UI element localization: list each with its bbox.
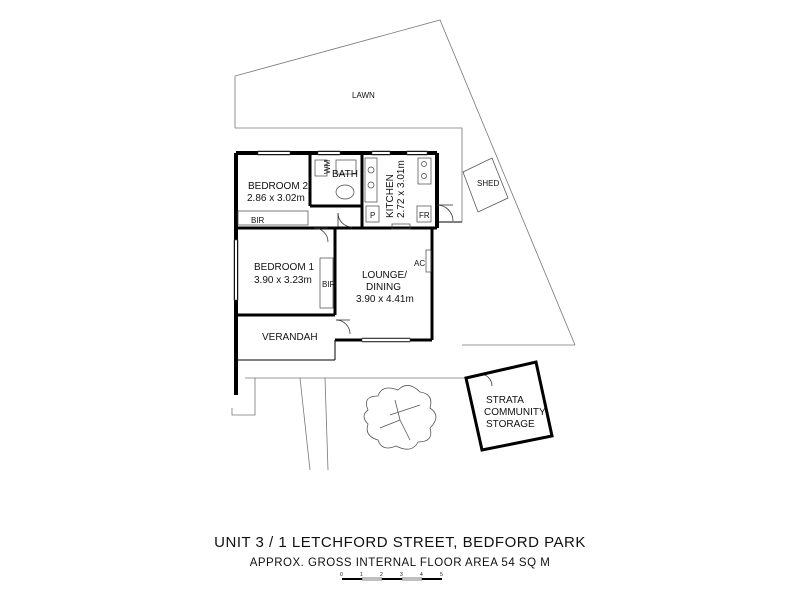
scale-tick-1: 1	[360, 572, 363, 578]
floor-area-text: APPROX. GROSS INTERNAL FLOOR AREA 54 SQ …	[250, 557, 551, 569]
strata-storage: STRATA COMMUNITY STORAGE	[464, 360, 554, 452]
lawn-label: LAWN	[352, 91, 375, 100]
bedroom1-bir-label: BIR	[322, 280, 336, 289]
fridge-label: FR	[419, 211, 430, 220]
doors	[313, 204, 493, 387]
kitchen-dims: 2.72 x 3.01m	[396, 160, 407, 218]
lounge-name-2: DINING	[366, 282, 401, 293]
fixtures	[237, 157, 432, 309]
bedroom2-dims: 2.86 x 3.02m	[247, 193, 305, 204]
lounge-name-1: LOUNGE/	[362, 270, 407, 281]
scale-bar: 0 1 2 3 4 5	[340, 572, 443, 581]
lounge-dims: 3.90 x 4.41m	[356, 294, 414, 305]
scale-tick-0: 0	[340, 572, 343, 578]
pantry-label: P	[370, 211, 375, 220]
bedroom1-name: BEDROOM 1	[254, 262, 314, 273]
bedroom2-name: BEDROOM 2	[248, 181, 308, 192]
strata-label-1: STRATA	[486, 395, 524, 406]
verandah-label: VERANDAH	[262, 332, 318, 343]
property-address: UNIT 3 / 1 LETCHFORD STREET, BEDFORD PAR…	[214, 534, 586, 551]
scale-tick-2: 2	[380, 572, 383, 578]
bedroom1-dims: 3.90 x 3.23m	[254, 275, 312, 286]
tree-symbol	[363, 385, 437, 450]
site-boundary	[231, 19, 576, 471]
bedroom2-bir-label: BIR	[251, 216, 265, 225]
windows	[235, 152, 427, 341]
shed-label: SHED	[477, 179, 499, 188]
strata-label-2: COMMUNITY	[484, 407, 546, 418]
shed: SHED	[462, 157, 509, 213]
window-frames	[233, 150, 428, 343]
scale-tick-5: 5	[440, 572, 443, 578]
kitchen-name: KITCHEN	[385, 174, 396, 218]
ac-label: AC	[414, 259, 425, 268]
scale-tick-3: 3	[400, 572, 403, 578]
bath-label: BATH	[332, 169, 358, 180]
strata-label-3: STORAGE	[486, 419, 535, 430]
scale-tick-4: 4	[420, 572, 423, 578]
wm-label: WM	[323, 159, 332, 174]
